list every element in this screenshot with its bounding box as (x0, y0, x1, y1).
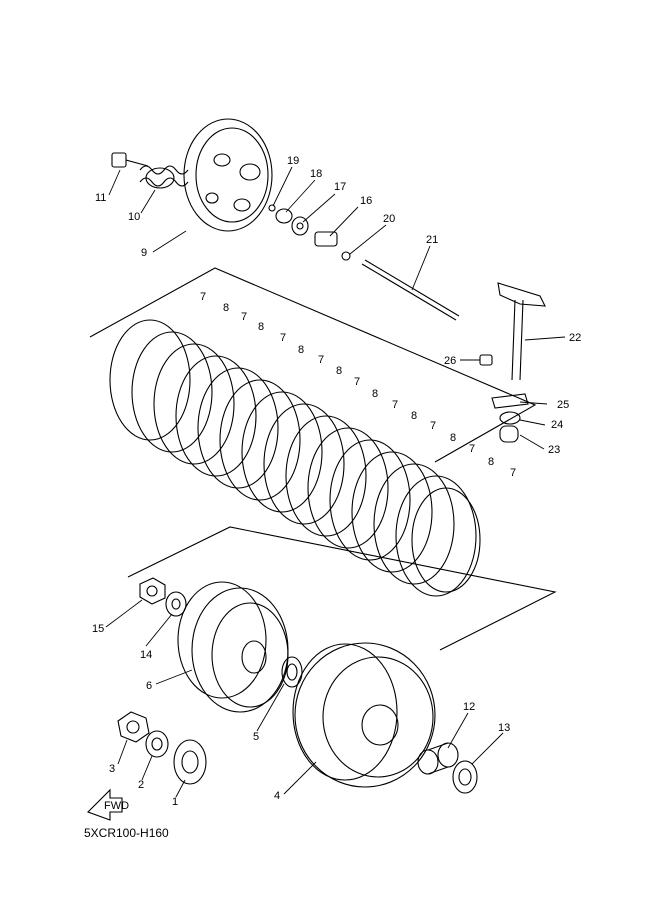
washer-part (452, 760, 478, 794)
callout-3: 3 (109, 763, 115, 775)
callout-12: 12 (463, 701, 475, 713)
collar-part (417, 742, 459, 775)
plate-callout: 7 (280, 332, 286, 344)
callout-19: 19 (287, 155, 299, 167)
push-lever-shaft-part (479, 282, 546, 443)
leader-lines (105, 166, 566, 798)
plate-callout-labels: 7 8 7 8 7 8 7 8 7 8 7 8 7 8 7 8 7 (200, 291, 516, 479)
plate-callout: 7 (241, 311, 247, 323)
fwd-arrow-icon: FWD (87, 788, 129, 821)
callout-24: 24 (551, 419, 563, 431)
callout-11: 11 (95, 192, 106, 204)
callout-16: 16 (360, 195, 372, 207)
callout-17: 17 (334, 181, 346, 193)
callout-labels: 9 11 10 19 18 17 16 20 21 22 26 25 24 23… (92, 155, 581, 808)
plate-callout: 7 (354, 376, 360, 388)
callout-2: 2 (138, 779, 144, 791)
plate-callout: 8 (336, 365, 342, 377)
plate-callout: 8 (488, 456, 494, 468)
diagram-code: 5XCR100-H160 (84, 826, 169, 840)
callout-20: 20 (383, 213, 395, 225)
thrust-washer-part (281, 656, 303, 688)
callout-26: 26 (444, 355, 456, 367)
plate-callout: 7 (469, 443, 475, 455)
bolt-part (111, 152, 149, 168)
callout-6: 6 (146, 680, 152, 692)
primary-nut-part (117, 711, 150, 743)
callout-13: 13 (498, 722, 510, 734)
primary-lock-washer-part (145, 730, 169, 758)
push-rod-part (361, 259, 460, 321)
callout-23: 23 (548, 444, 560, 456)
clutch-plate-stack (109, 319, 481, 597)
plate-callout: 7 (200, 291, 206, 303)
plate-callout: 7 (430, 420, 436, 432)
callout-10: 10 (128, 211, 140, 223)
plate-callout: 7 (392, 399, 398, 411)
pressure-plate-part (183, 118, 273, 232)
lock-washer-part (165, 591, 187, 617)
clutch-housing-part (292, 642, 436, 788)
plate-callout: 8 (411, 410, 417, 422)
plate-callout: 7 (510, 467, 516, 479)
callout-25: 25 (557, 399, 569, 411)
plate-stack-boundary (89, 267, 557, 651)
callout-18: 18 (310, 168, 322, 180)
plate-callout: 8 (258, 321, 264, 333)
callout-4: 4 (274, 790, 280, 802)
callout-5: 5 (253, 731, 259, 743)
plate-callout: 8 (450, 432, 456, 444)
callout-1: 1 (172, 796, 178, 808)
callout-9: 9 (141, 247, 147, 259)
callout-21: 21 (426, 234, 438, 246)
clutch-boss-part (177, 581, 289, 713)
fwd-label: FWD (104, 800, 129, 812)
callout-14: 14 (140, 649, 152, 661)
spring-part (139, 165, 189, 189)
callout-15: 15 (92, 623, 104, 635)
plate-callout: 7 (318, 354, 324, 366)
primary-drive-gear-part (173, 739, 207, 785)
plate-callout: 8 (372, 388, 378, 400)
plate-callout: 8 (223, 302, 229, 314)
callout-22: 22 (569, 332, 581, 344)
plate-callout: 8 (298, 344, 304, 356)
push-rod-small-parts (268, 204, 351, 261)
nut-part (139, 577, 166, 605)
